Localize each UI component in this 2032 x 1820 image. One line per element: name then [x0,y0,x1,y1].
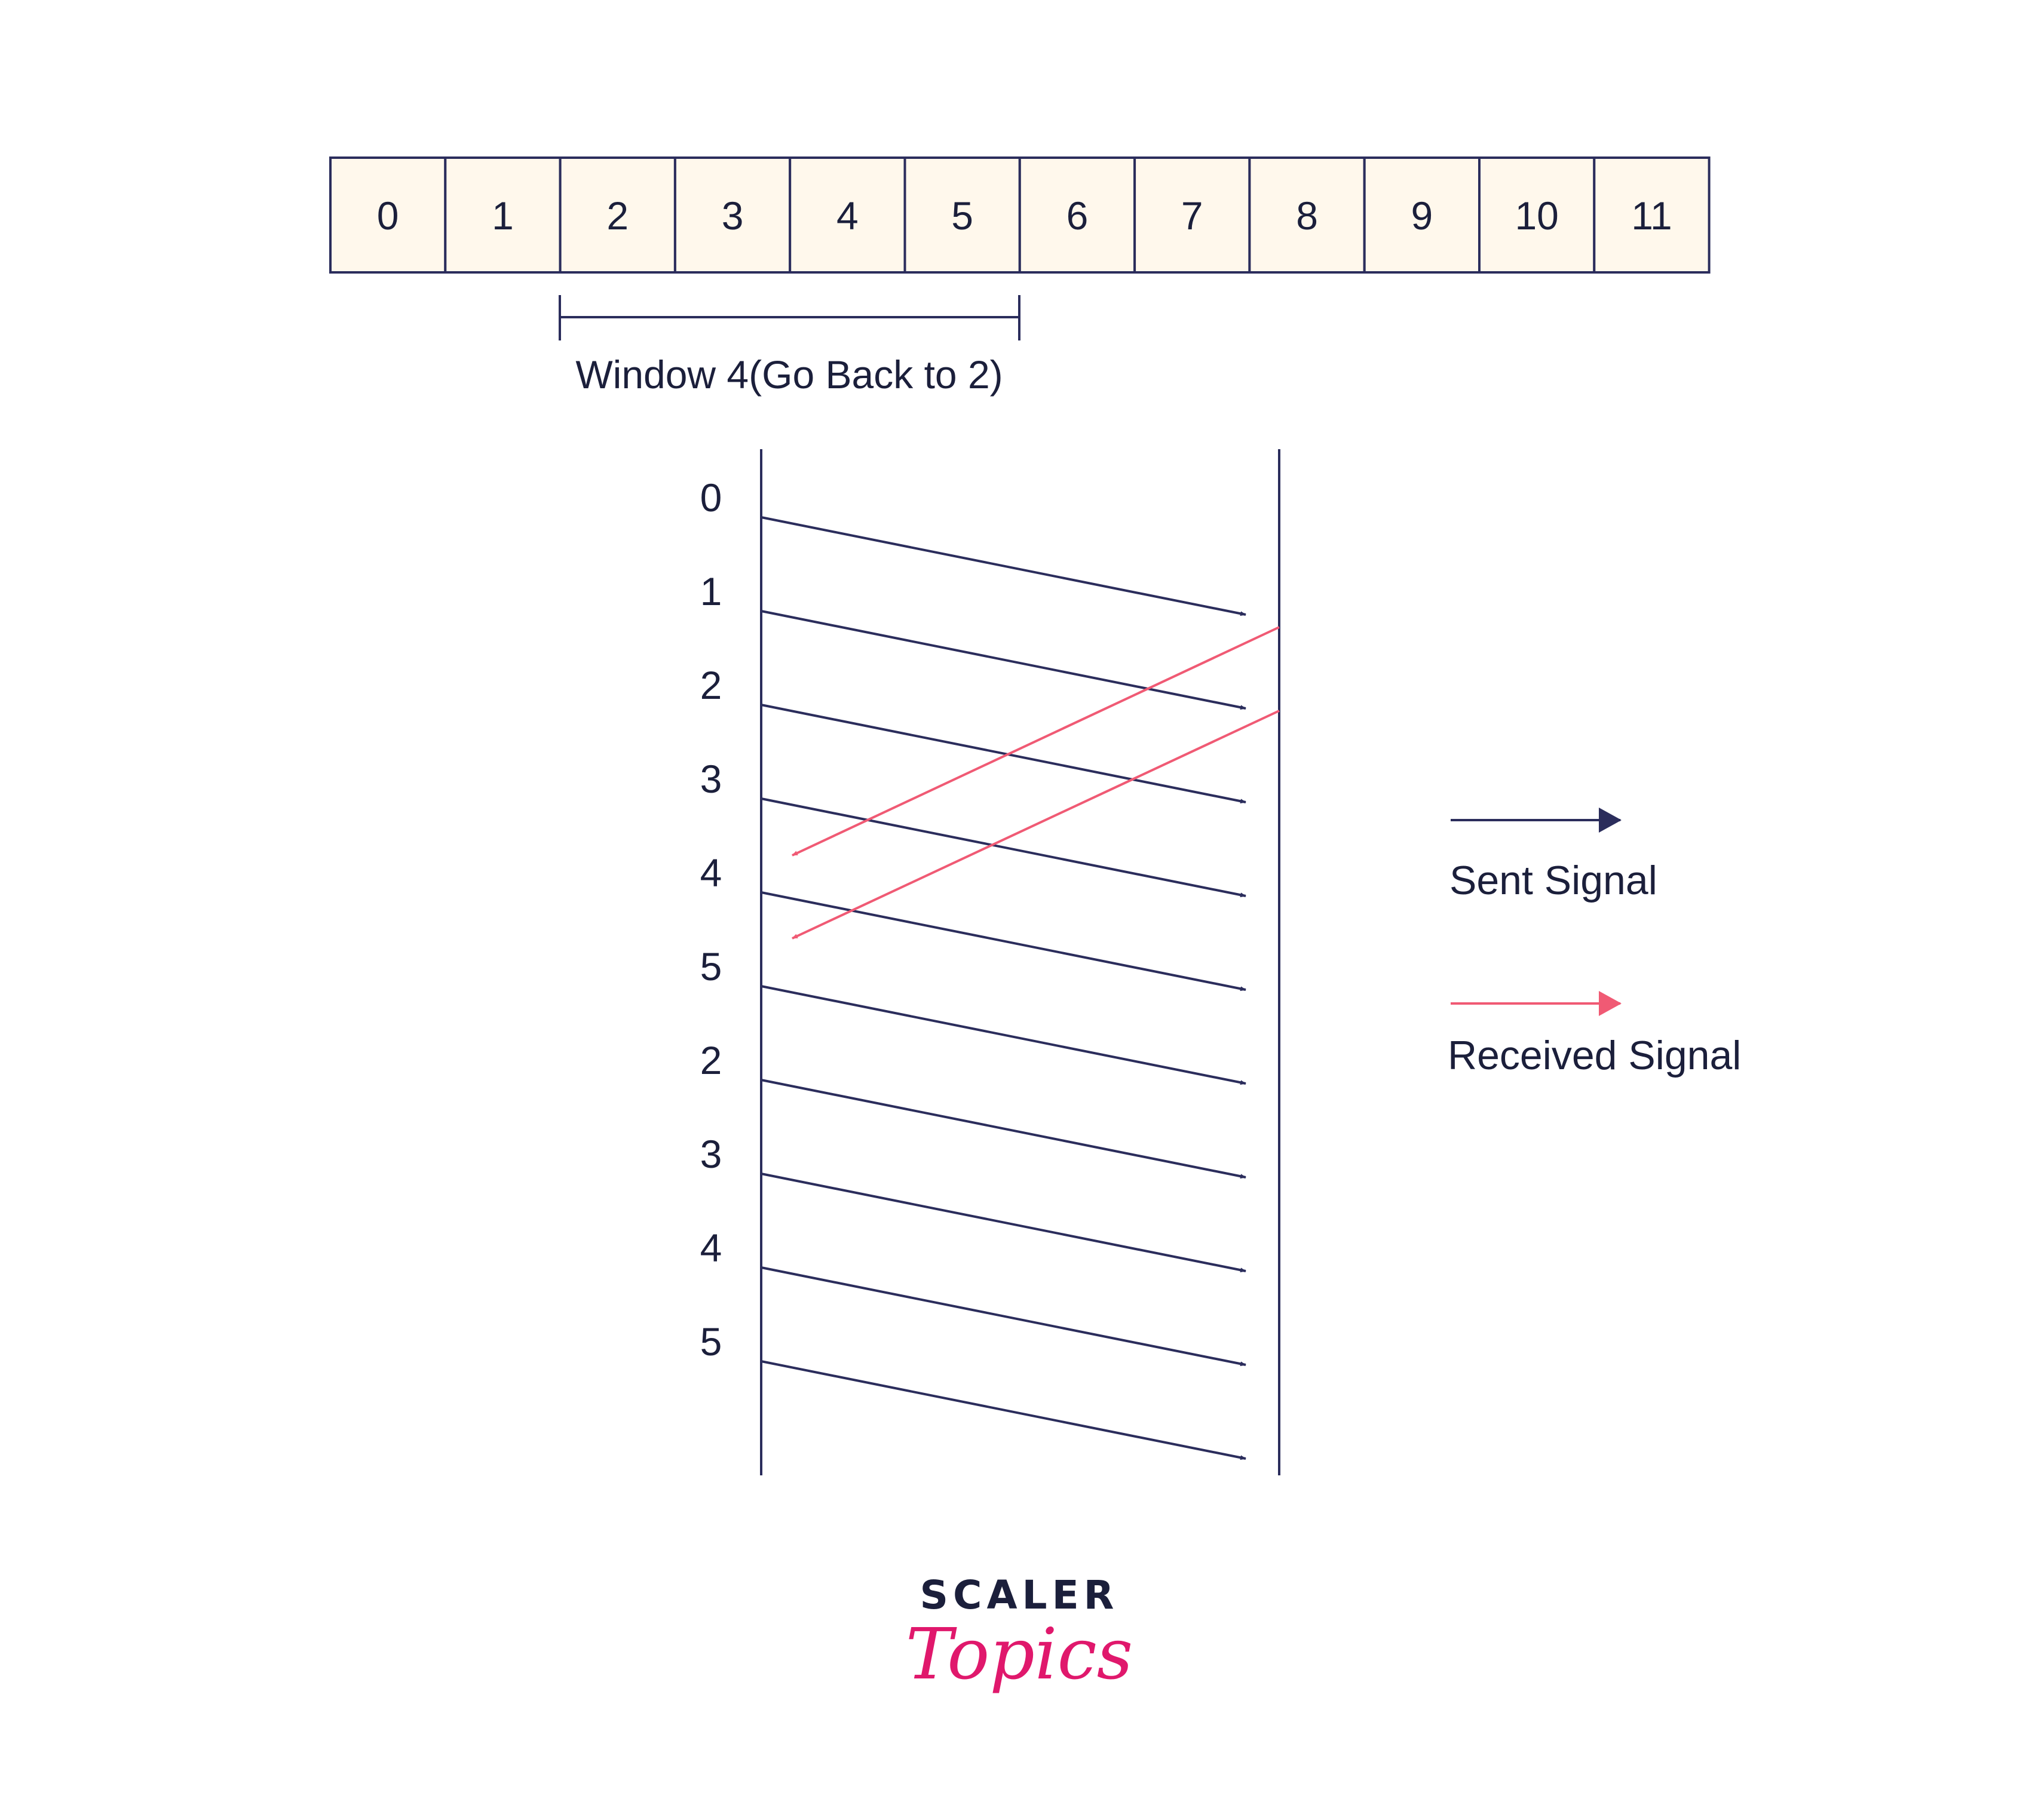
sequence-label: 4 [700,851,722,895]
sequence-label: 5 [700,944,722,989]
brand-scaler-text: SCALER [920,1572,1118,1618]
window-bracket: Window 4(Go Back to 2) [559,295,1020,397]
sequence-label: 2 [700,1038,722,1082]
frame-cell [329,156,447,274]
received-signal-arrows [792,626,1280,940]
frame-cell [1018,156,1136,274]
sequence-label: 3 [700,757,722,801]
frame-number: 9 [1411,194,1433,238]
frame-number: 8 [1296,194,1318,238]
window-label: Window 4(Go Back to 2) [575,352,1003,397]
frame-number: 3 [722,194,744,238]
sequence-labels: 0 1 2 3 4 5 2 3 4 5 [700,475,722,1364]
frame-number: 10 [1515,194,1558,238]
sent-signal-arrows [761,516,1246,1460]
frame-cell [903,156,1021,274]
sent-signal-arrow [761,797,1246,898]
received-signal-arrow [792,710,1280,940]
legend: Sent Signal Received Signal [1448,808,1741,1078]
sent-signal-arrow [761,704,1246,804]
frame-cell [1363,156,1481,274]
frame-number: 7 [1181,194,1203,238]
frame-cell [789,156,906,274]
frame-cell [1248,156,1366,274]
scaler-topics-logo: SCALER Topics [906,1572,1133,1695]
frame-cell [444,156,562,274]
sequence-label: 0 [700,475,722,520]
sequence-label: 5 [700,1319,722,1364]
frame-number: 4 [836,194,859,238]
legend-received-arrowhead [1599,991,1622,1016]
frame-strip: 0 1 2 3 4 5 6 7 8 9 10 11 [329,156,1711,274]
frame-number: 0 [377,194,399,238]
sent-signal-arrow [761,1079,1246,1179]
sequence-label: 2 [700,663,722,707]
sent-signal-arrow [761,1266,1246,1367]
sequence-label: 3 [700,1132,722,1176]
frame-cell [559,156,676,274]
frame-number: 2 [606,194,629,238]
frame-number: 6 [1066,194,1089,238]
legend-sent-arrowhead [1599,808,1622,833]
brand-topics-text: Topics [906,1613,1133,1695]
sent-signal-arrow [761,1360,1246,1460]
sent-signal-arrow [761,1173,1246,1273]
frame-cell [1133,156,1251,274]
sent-signal-arrow [761,610,1246,710]
frame-number: 11 [1631,194,1672,238]
sent-signal-arrow [761,891,1246,992]
sent-signal-arrow [761,516,1246,616]
legend-sent-label: Sent Signal [1449,858,1657,903]
sequence-label: 1 [700,569,722,613]
frame-number: 1 [492,194,514,238]
sequence-label: 4 [700,1226,722,1270]
frame-number: 5 [951,194,973,238]
sent-signal-arrow [761,985,1246,1085]
legend-received-label: Received Signal [1448,1033,1741,1078]
frame-cell [1593,156,1711,274]
received-signal-arrow [792,626,1280,857]
